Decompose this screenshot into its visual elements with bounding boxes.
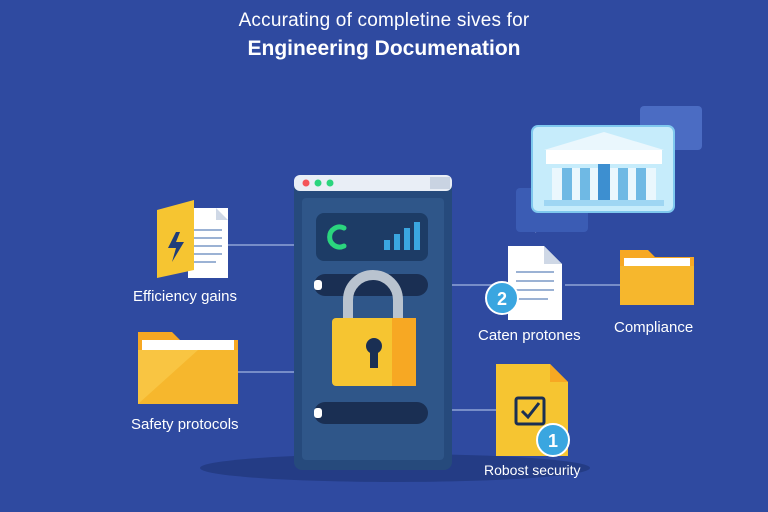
heading-line-2: Engineering Documenation (247, 37, 521, 60)
badge-one-number: 1 (548, 431, 558, 451)
folder-icon (138, 332, 238, 404)
heading-line-1: Accurating of completine sives for (238, 10, 530, 31)
label-robost-security: Robost security (484, 462, 581, 478)
label-caten-protones: Caten protones (478, 327, 581, 344)
document-icon (508, 246, 562, 320)
checkbox-icon (514, 396, 546, 426)
document-icon (188, 208, 228, 278)
padlock-icon (332, 270, 416, 386)
label-safety-protocols: Safety protocols (131, 416, 239, 433)
folder-icon (620, 250, 694, 305)
efficiency-icon-group (157, 200, 228, 278)
label-compliance: Compliance (614, 319, 694, 336)
badge-one-circle (536, 423, 570, 457)
building-card (516, 106, 702, 232)
building-icon (544, 132, 664, 206)
badge-two-circle (485, 281, 519, 315)
badge-two-number: 2 (497, 289, 507, 309)
lightning-icon (168, 232, 184, 262)
loading-icon (327, 224, 347, 250)
label-efficiency-gains: Efficiency gains (133, 288, 237, 305)
bar-chart-icon (384, 222, 420, 250)
